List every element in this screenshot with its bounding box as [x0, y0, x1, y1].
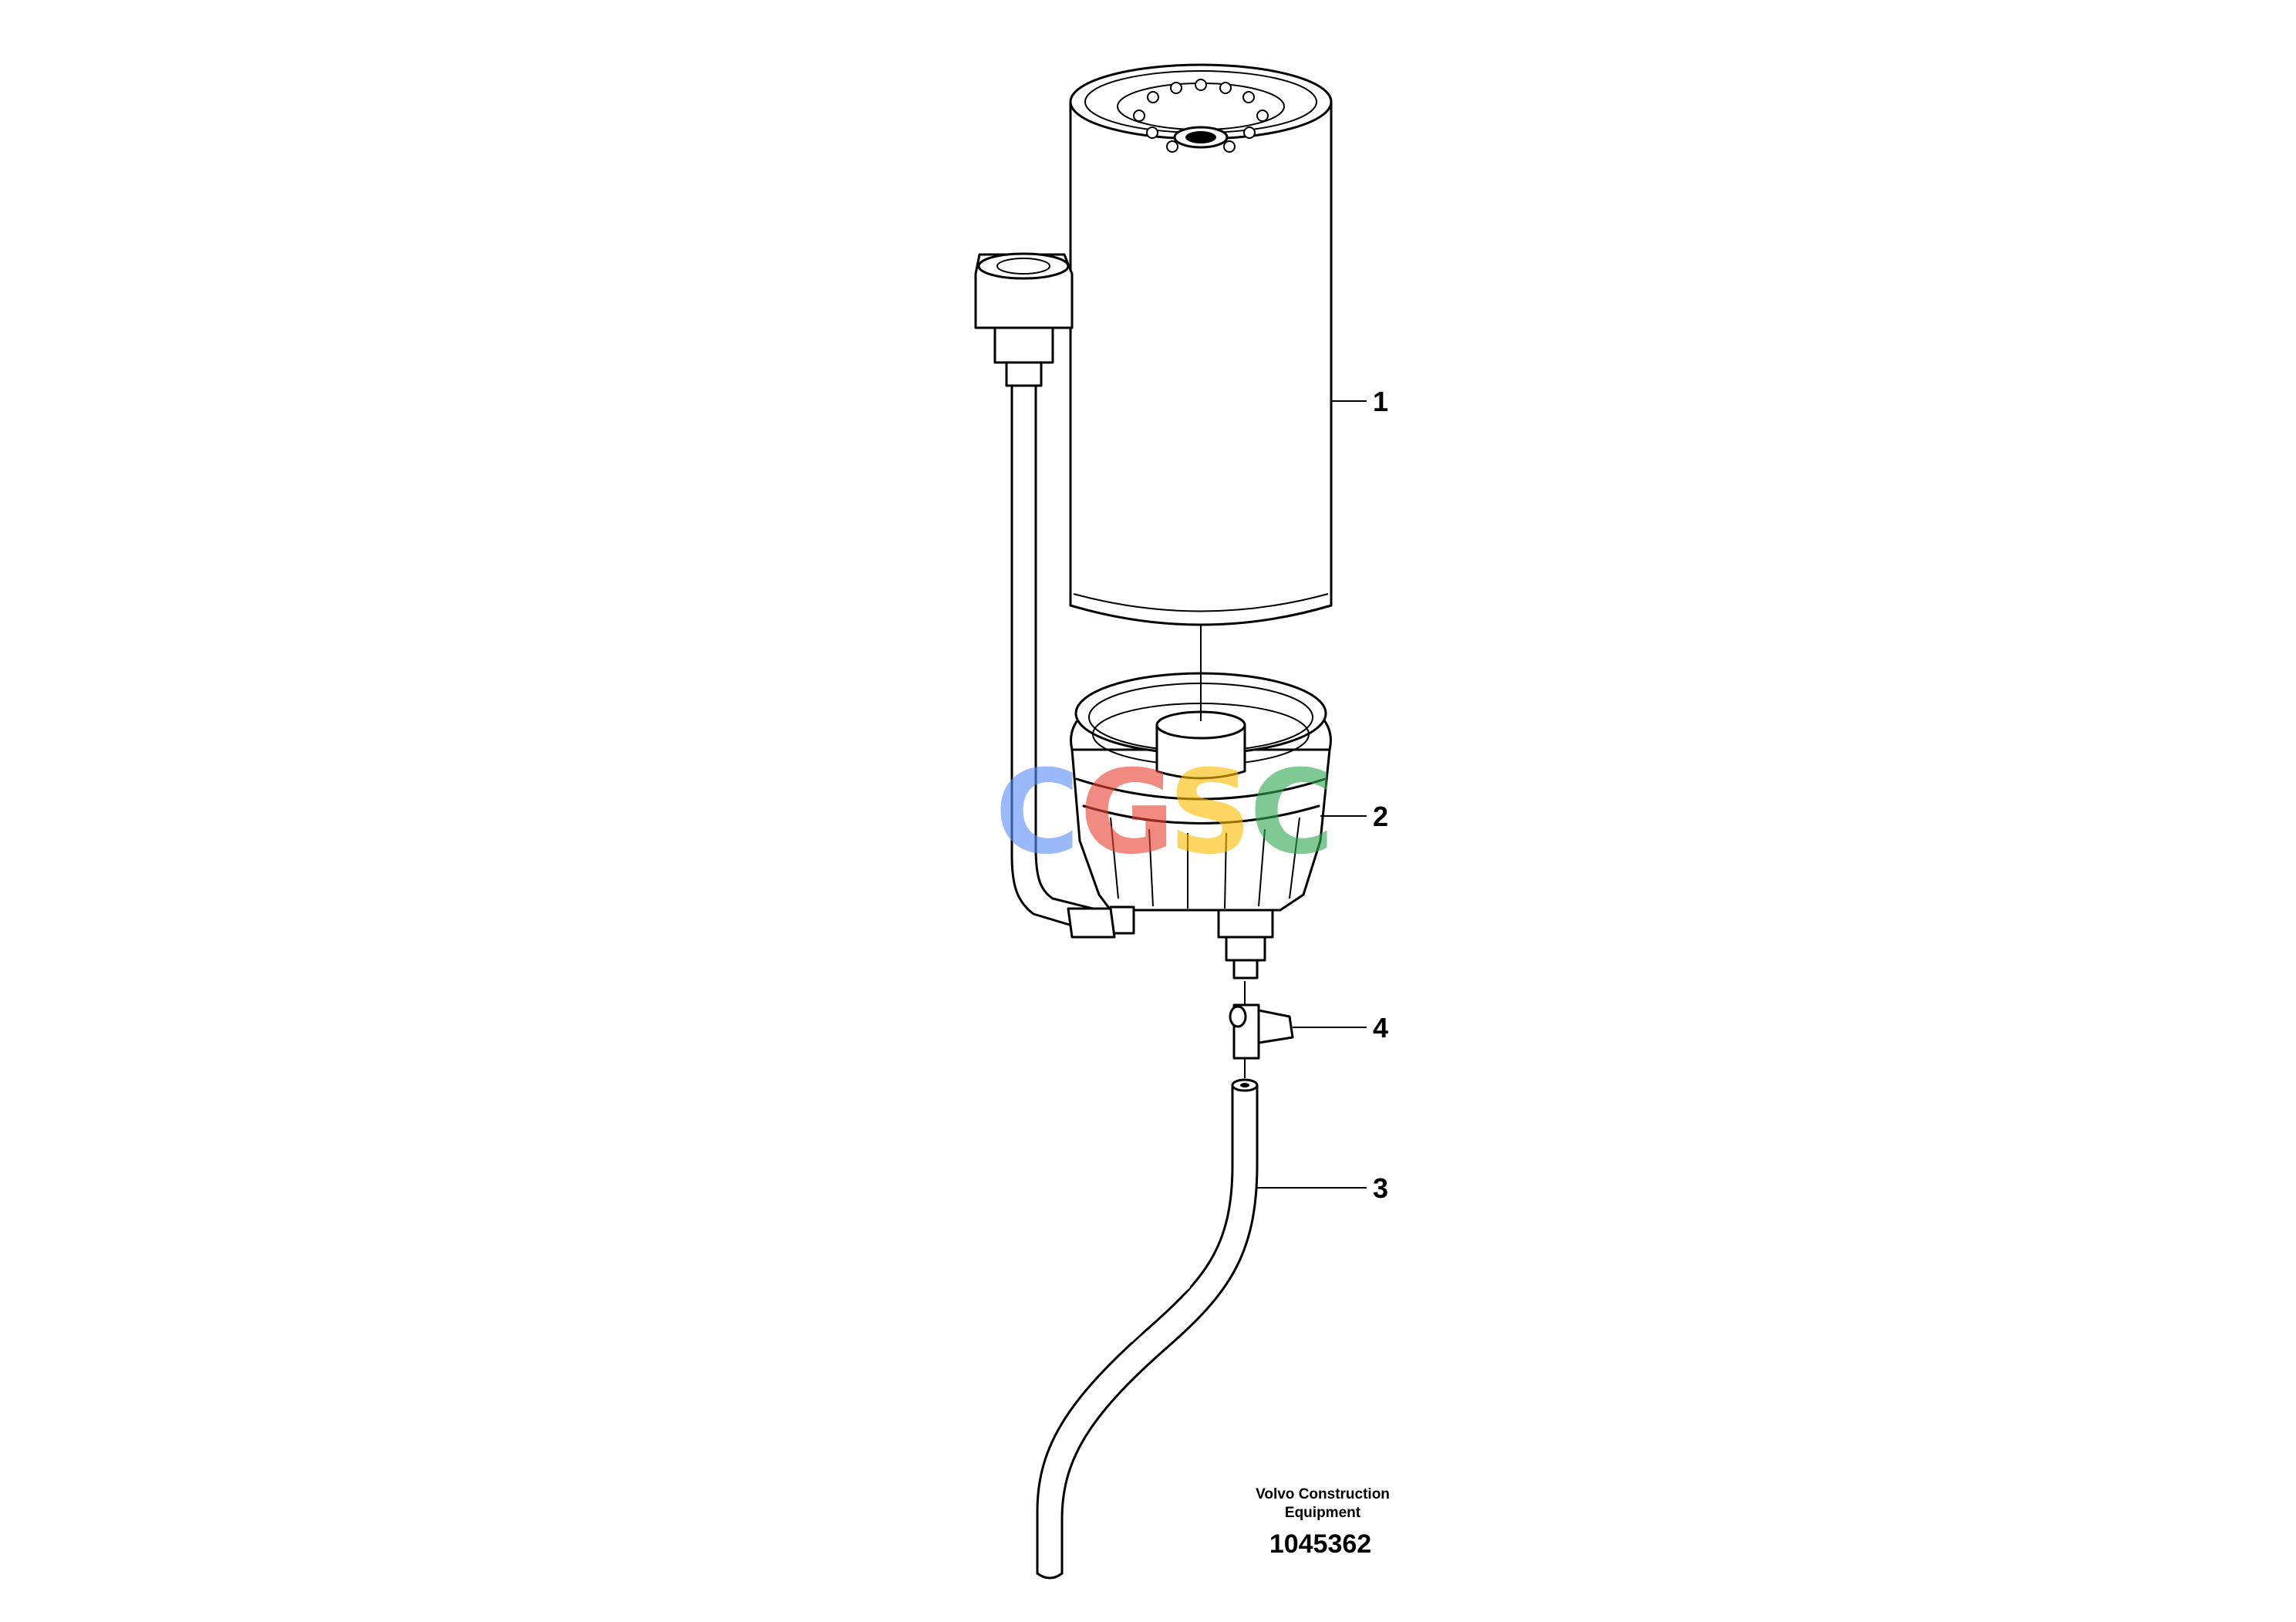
- leader-lines: [1257, 400, 1367, 1189]
- watermark-letter-g: G: [1080, 746, 1175, 880]
- callout-2: 2: [1373, 801, 1388, 832]
- drain-hose: [1036, 1078, 1259, 1580]
- filter-cartridge: [1069, 63, 1333, 721]
- watermark-letter-c2: C: [1249, 746, 1334, 880]
- cartridge-holes: [1133, 79, 1269, 153]
- caption-line-2: Equipment: [1285, 1505, 1361, 1521]
- caption-line-1: Volvo Construction: [1256, 1486, 1390, 1502]
- document-number: 1045362: [1269, 1529, 1371, 1559]
- callout-1: 1: [1373, 386, 1388, 417]
- watermark-logo: C G S C: [995, 746, 1334, 880]
- sensor-cable: [974, 252, 1116, 939]
- watermark-letter-s: S: [1168, 746, 1252, 880]
- watermark-letter-c1: C: [995, 746, 1080, 880]
- drain-valve: [1229, 981, 1294, 1078]
- callout-3: 3: [1373, 1172, 1388, 1204]
- callout-4: 4: [1373, 1012, 1388, 1044]
